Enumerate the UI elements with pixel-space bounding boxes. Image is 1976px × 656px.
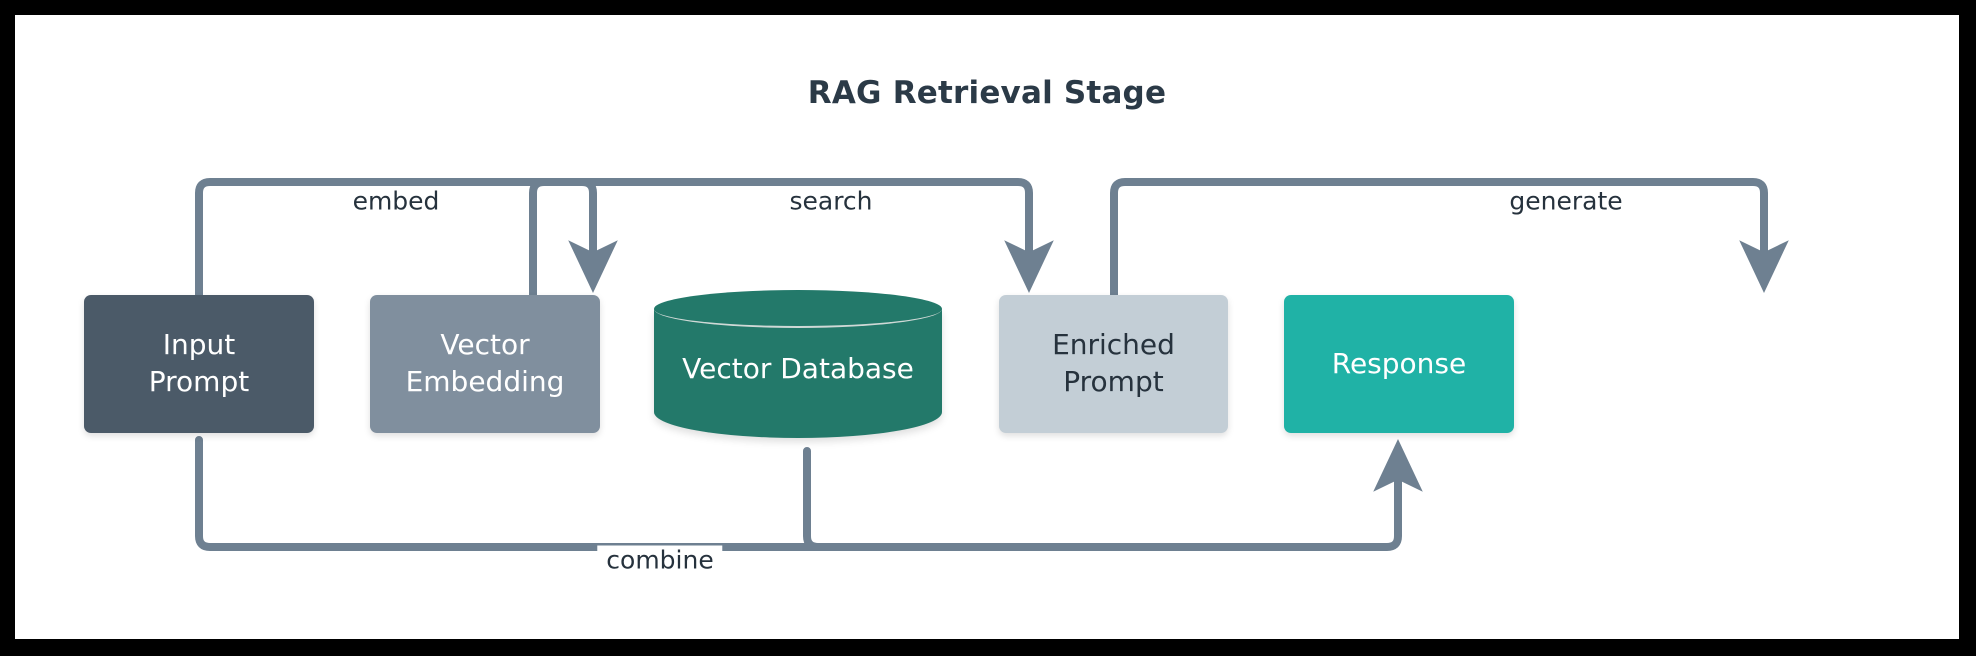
node-vector-database[interactable]: Vector Database <box>654 290 942 438</box>
edge-label-embed: embed <box>343 186 449 216</box>
diagram-canvas: RAG Retrieval Stage Input Prompt Vector … <box>15 15 1959 639</box>
node-input-prompt[interactable]: Input Prompt <box>84 295 314 433</box>
edge-label-generate: generate <box>1500 186 1632 216</box>
page-title: RAG Retrieval Stage <box>807 75 1167 111</box>
node-vector-database-label: Vector Database <box>682 352 914 385</box>
edge-combine-path <box>195 436 1423 551</box>
edge-generate-path <box>1110 178 1789 299</box>
node-response[interactable]: Response <box>1284 295 1514 433</box>
cylinder-body <box>654 309 942 438</box>
edge-label-search: search <box>780 186 882 216</box>
edge-label-combine: combine <box>597 545 723 575</box>
node-enriched-prompt[interactable]: Enriched Prompt <box>999 295 1228 433</box>
cylinder-top-ellipse <box>654 290 942 328</box>
node-vector-embedding[interactable]: Vector Embedding <box>370 295 600 433</box>
edge-db-to-combine-path <box>803 447 879 551</box>
